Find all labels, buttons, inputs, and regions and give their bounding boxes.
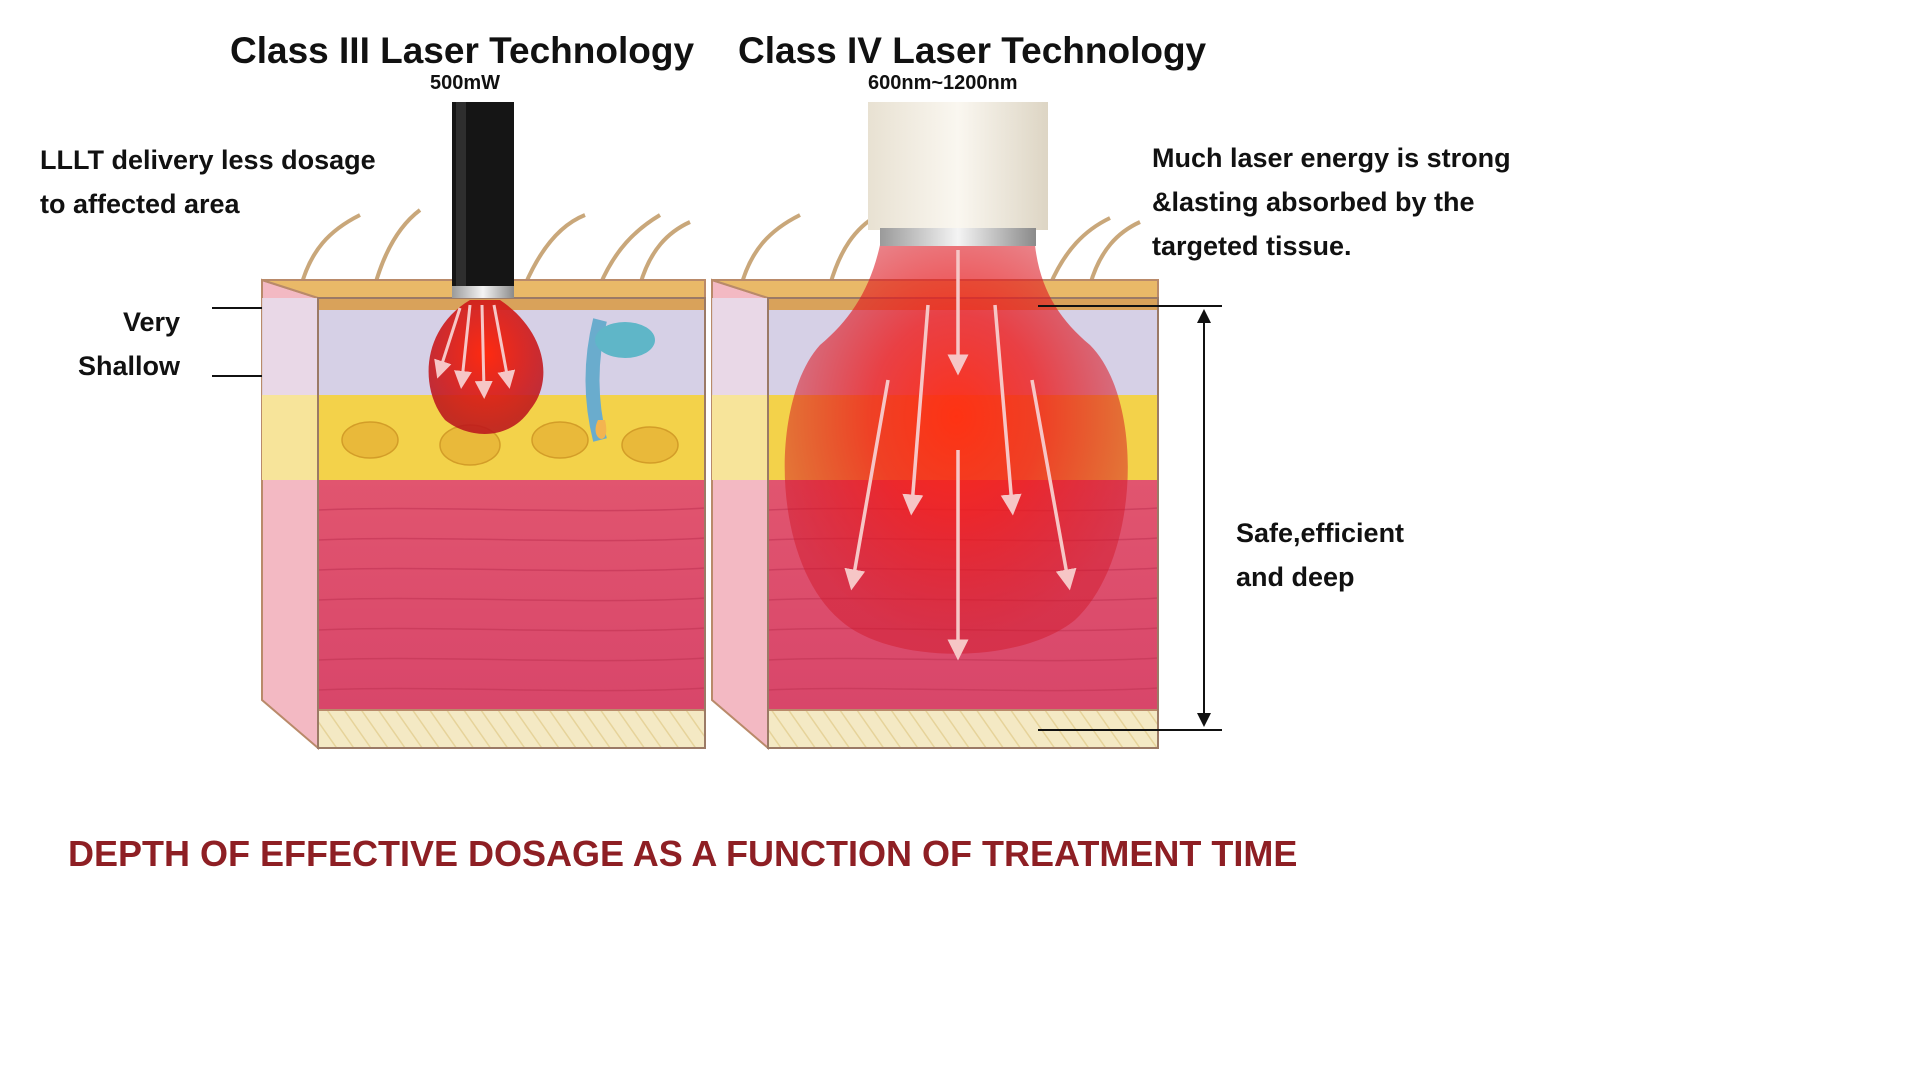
laser-comparison-diagram: Class III Laser Technology 500mW Class I… (40, 30, 1511, 874)
left-skin-block (261, 102, 706, 751)
left-hair-follicles (585, 318, 655, 442)
very-shallow-label-line: Shallow (77, 351, 180, 381)
very-shallow-label-line: Very (122, 307, 180, 337)
right-skin-block (711, 102, 1159, 751)
class-iv-note-line: targeted tissue. (1152, 231, 1352, 261)
class-iv-note-line: Much laser energy is strong (1152, 143, 1511, 173)
safe-efficient-deep-label-line: and deep (1236, 562, 1355, 592)
lllt-note: LLLT delivery less dosage to affected ar… (40, 138, 376, 226)
class-iv-wavelength-label: 600nm~1200nm (868, 72, 1018, 94)
class-iii-power-label: 500mW (430, 72, 501, 94)
left-hairs (298, 208, 691, 291)
class-iv-laser-handpiece (868, 102, 1048, 246)
very-shallow-label: Very Shallow (62, 300, 180, 388)
deep-depth-marker (1038, 305, 1222, 731)
lllt-note-line: to affected area (40, 189, 240, 219)
lllt-note-line: LLLT delivery less dosage (40, 145, 376, 175)
safe-efficient-deep-label-line: Safe,efficient (1236, 518, 1405, 548)
class-iv-note-line: &lasting absorbed by the (1152, 187, 1475, 217)
skin-cross-section-illustration (212, 102, 1222, 751)
class-iv-note: Much laser energy is strong &lasting abs… (1152, 136, 1511, 268)
left-laser-rays (434, 304, 516, 399)
class-iii-laser-handpiece (452, 102, 514, 298)
safe-efficient-deep-label: Safe,efficient and deep (1236, 511, 1404, 599)
shallow-depth-marker (212, 307, 262, 377)
right-laser-rays (844, 250, 1077, 661)
class-iv-title: Class IV Laser Technology (738, 30, 1207, 71)
left-laser-glow (428, 300, 544, 434)
class-iii-title: Class III Laser Technology (230, 30, 695, 71)
footer-title: DEPTH OF EFFECTIVE DOSAGE AS A FUNCTION … (68, 833, 1298, 874)
right-laser-glow (784, 245, 1128, 654)
